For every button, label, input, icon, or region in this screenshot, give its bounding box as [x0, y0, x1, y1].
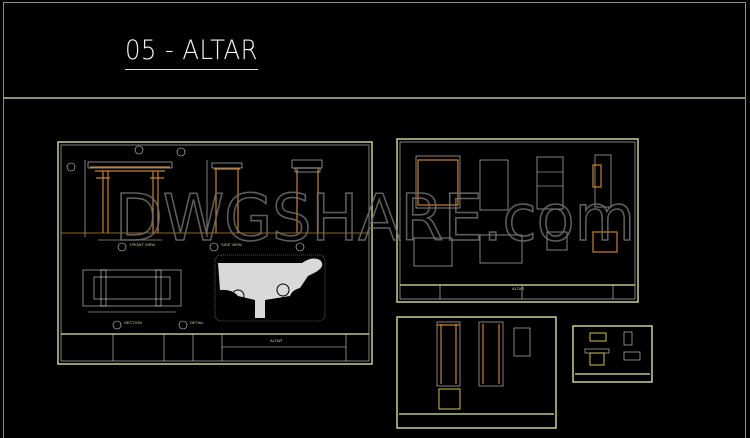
front-view: FRONT VIEW	[66, 145, 186, 252]
detail-label: DETAIL	[190, 320, 204, 325]
sheet-small-details[interactable]	[572, 325, 653, 383]
side-view-label: SIDE VIEW	[221, 242, 242, 247]
side-view: SIDE VIEW	[206, 160, 243, 252]
sheet-1-title: ALTAR	[270, 338, 282, 343]
sheet-cabinet-details[interactable]	[396, 316, 557, 429]
front-view-label: FRONT VIEW	[130, 242, 155, 247]
header-frame	[3, 2, 746, 99]
section-plan: SECTION	[82, 269, 182, 330]
sheet-2-title: ALTAR	[512, 286, 524, 291]
watermark: DWGSHARE.com	[115, 182, 635, 256]
body-frame	[3, 97, 746, 438]
ornament-detail: DETAIL	[178, 254, 326, 330]
sheet-altar-details[interactable]: ALTAR	[396, 138, 639, 303]
sheet-altar-main[interactable]: FRONT VIEW SIDE VIEW SECTION	[57, 141, 373, 365]
page-title: 05 - ALTAR	[125, 36, 258, 70]
side-section-view	[291, 159, 323, 252]
section-label: SECTION	[124, 320, 142, 325]
